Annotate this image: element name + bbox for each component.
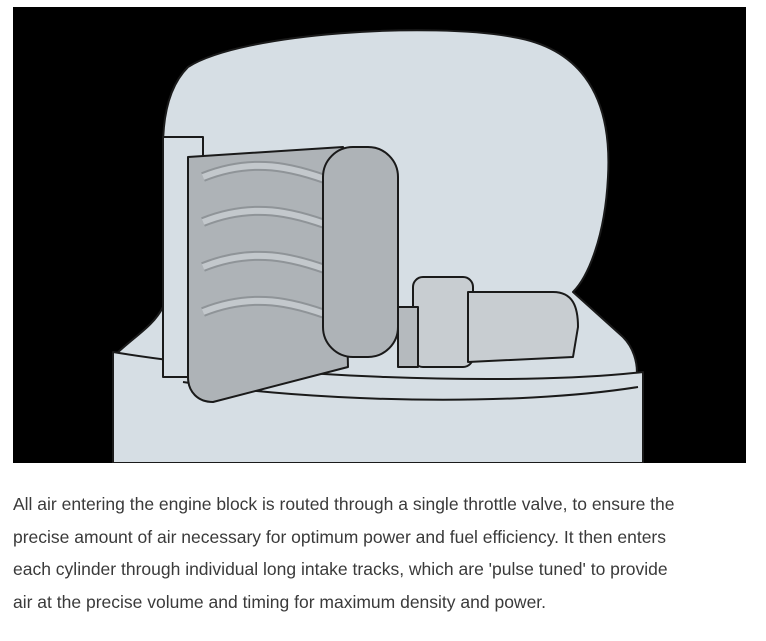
paragraph-line: air at the precise volume and timing for… (13, 591, 547, 612)
plenum (322, 146, 399, 358)
engine-intake-illustration (13, 7, 746, 463)
description-paragraph: All air entering the engine block is rou… (13, 488, 753, 618)
air-duct (467, 291, 579, 363)
engine-drawing (112, 29, 644, 463)
throttle-body (412, 276, 474, 368)
paragraph-line: each cylinder through individual long in… (13, 559, 668, 579)
paragraph-line: All air entering the engine block is rou… (13, 494, 675, 514)
paragraph-line: precise amount of air necessary for opti… (13, 526, 667, 547)
